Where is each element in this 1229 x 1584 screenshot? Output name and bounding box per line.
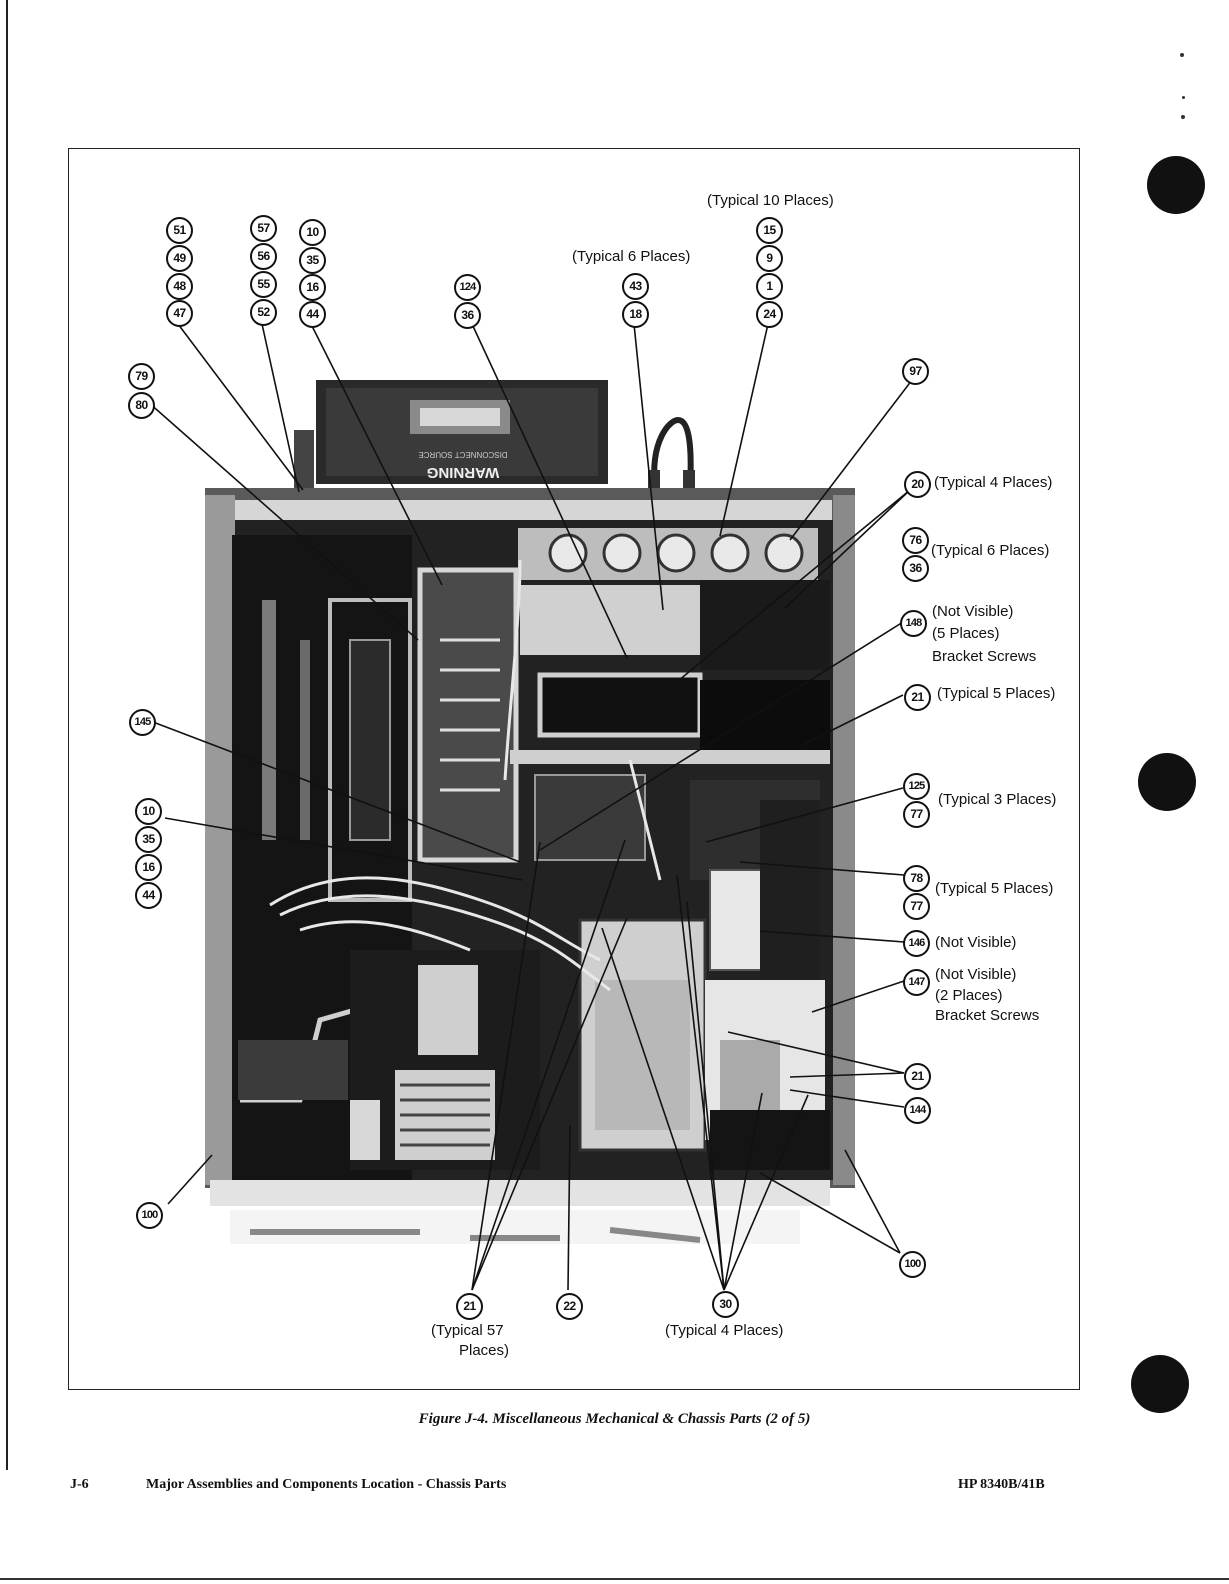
binder-hole-top xyxy=(1147,156,1205,214)
callout-18: 18 xyxy=(622,301,649,328)
model-number: HP 8340B/41B xyxy=(958,1477,1045,1492)
callout-55: 55 xyxy=(250,271,277,298)
note-bracket-screws-148: Bracket Screws xyxy=(932,648,1037,665)
callout-1: 1 xyxy=(756,273,783,300)
margin-mark xyxy=(1181,115,1185,119)
callout-146: 146 xyxy=(903,930,930,957)
callout-36: 36 xyxy=(454,302,481,329)
page-number: J-6 xyxy=(70,1477,89,1492)
callout-57: 57 xyxy=(250,215,277,242)
note-typical-4-bottom: (Typical 4 Places) xyxy=(665,1322,784,1339)
note-typical-57: (Typical 57 xyxy=(431,1322,504,1339)
callout-30: 30 xyxy=(712,1291,739,1318)
callout-10: 10 xyxy=(299,219,326,246)
callout-76: 76 xyxy=(902,527,929,554)
callout-147: 147 xyxy=(903,969,930,996)
warning-label: WARNING xyxy=(427,464,500,481)
callout-9: 9 xyxy=(756,245,783,272)
callout-56: 56 xyxy=(250,243,277,270)
callout-100-right: 100 xyxy=(899,1251,926,1278)
callout-36-right: 36 xyxy=(902,555,929,582)
callout-47: 47 xyxy=(166,300,193,327)
callout-22: 22 xyxy=(556,1293,583,1320)
callout-78: 78 xyxy=(903,865,930,892)
top-cable xyxy=(651,416,694,489)
callout-43: 43 xyxy=(622,273,649,300)
callout-24: 24 xyxy=(756,301,783,328)
callout-97: 97 xyxy=(902,358,929,385)
leader-lines xyxy=(147,323,913,1291)
callout-148: 148 xyxy=(900,610,927,637)
figure-frame xyxy=(68,148,1080,1390)
section-title: Major Assemblies and Components Location… xyxy=(146,1477,507,1492)
callout-51: 51 xyxy=(166,217,193,244)
warning-cover: WARNING DISCONNECT SOURCE xyxy=(316,380,608,484)
note-typical-10: (Typical 10 Places) xyxy=(707,192,834,209)
page-left-rule xyxy=(6,0,8,1470)
binder-hole-bottom xyxy=(1131,1355,1189,1413)
note-bracket-screws-147: Bracket Screws xyxy=(935,1007,1040,1024)
callout-77-lower: 77 xyxy=(903,893,930,920)
callout-49: 49 xyxy=(166,245,193,272)
note-typical-6-top: (Typical 6 Places) xyxy=(572,248,691,265)
callout-79: 79 xyxy=(128,363,155,390)
note-not-visible-146: (Not Visible) xyxy=(935,934,1017,951)
callout-100-left: 100 xyxy=(136,1202,163,1229)
callout-44-left: 44 xyxy=(135,882,162,909)
note-typical-6-right: (Typical 6 Places) xyxy=(931,542,1050,559)
note-2-places: (2 Places) xyxy=(935,987,1003,1004)
callout-15: 15 xyxy=(756,217,783,244)
warning-plate-text: DISCONNECT SOURCE xyxy=(418,450,507,459)
binder-hole-middle xyxy=(1138,753,1196,811)
note-typical-4-top: (Typical 4 Places) xyxy=(934,474,1053,491)
callout-21-bottom: 21 xyxy=(456,1293,483,1320)
callout-16: 16 xyxy=(299,274,326,301)
callout-125: 125 xyxy=(903,773,930,800)
callout-48: 48 xyxy=(166,273,193,300)
note-not-visible-148: (Not Visible) xyxy=(932,603,1014,620)
callout-16-left: 16 xyxy=(135,854,162,881)
figure-caption: Figure J-4. Miscellaneous Mechanical & C… xyxy=(418,1411,811,1427)
callout-77-upper: 77 xyxy=(903,801,930,828)
callout-44: 44 xyxy=(299,301,326,328)
callout-144: 144 xyxy=(904,1097,931,1124)
callout-20: 20 xyxy=(904,471,931,498)
callout-21-lower: 21 xyxy=(904,1063,931,1090)
callout-10-left: 10 xyxy=(135,798,162,825)
page-bottom-rule xyxy=(0,1578,1229,1580)
note-typical-3: (Typical 3 Places) xyxy=(938,791,1057,808)
note-5-places: (5 Places) xyxy=(932,625,1000,642)
callout-124: 124 xyxy=(454,274,481,301)
callout-145: 145 xyxy=(129,709,156,736)
margin-mark xyxy=(1182,96,1185,99)
note-not-visible-147: (Not Visible) xyxy=(935,966,1017,983)
callout-35: 35 xyxy=(299,247,326,274)
note-typical-57-places: Places) xyxy=(459,1342,510,1359)
callout-21-upper: 21 xyxy=(904,684,931,711)
callout-52: 52 xyxy=(250,299,277,326)
margin-mark xyxy=(1180,53,1184,57)
callout-80: 80 xyxy=(128,392,155,419)
note-typical-5-upper: (Typical 5 Places) xyxy=(937,685,1056,702)
callout-35-left: 35 xyxy=(135,826,162,853)
note-typical-5-lower: (Typical 5 Places) xyxy=(935,880,1054,897)
